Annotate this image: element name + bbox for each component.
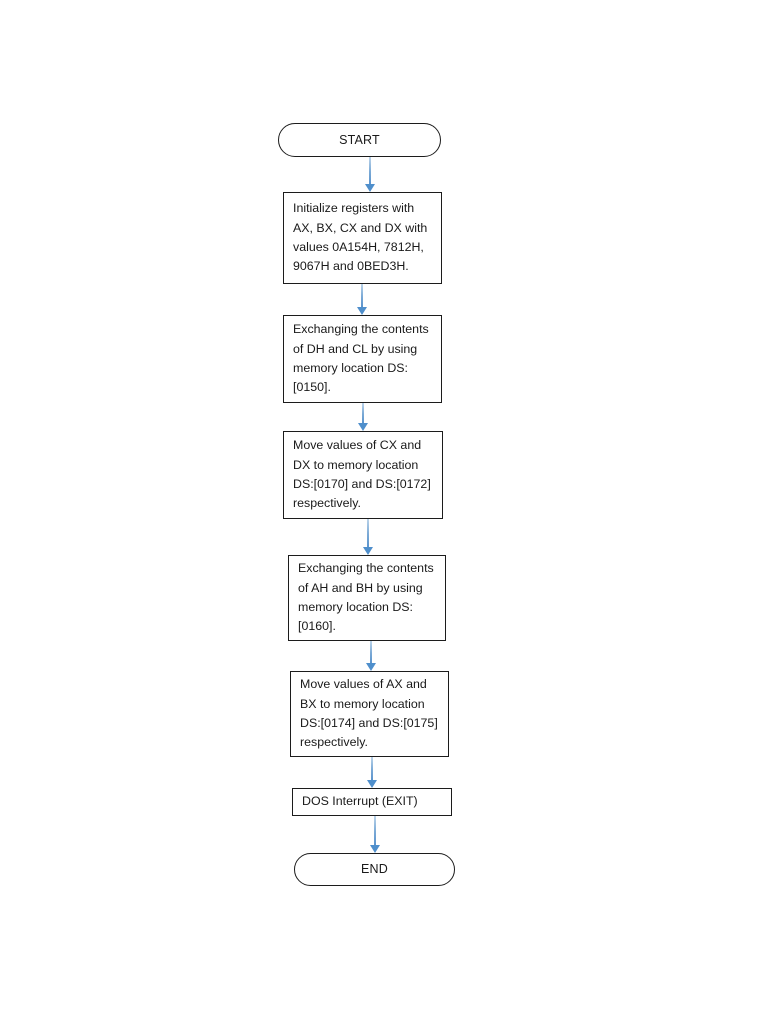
arrow-shaft <box>361 284 363 307</box>
arrow-head-icon <box>370 845 380 853</box>
edge-dos-interrupt-to-end <box>359 816 391 853</box>
arrow-head-icon <box>357 307 367 315</box>
arrow-shaft <box>374 816 376 845</box>
arrow-head-icon <box>366 663 376 671</box>
arrow-shaft <box>369 157 371 184</box>
node-exchange-ah-bh-label: Exchanging the contents of AH and BH by … <box>298 561 434 634</box>
node-start[interactable]: START <box>278 123 441 157</box>
edge-exchange-dh-cl-to-move-cx-dx <box>347 403 379 431</box>
edge-start-to-init-registers <box>354 157 386 192</box>
node-move-cx-dx-label: Move values of CX and DX to memory locat… <box>293 438 431 511</box>
node-dos-interrupt[interactable]: DOS Interrupt (EXIT) <box>292 788 452 816</box>
arrow-shaft <box>367 519 369 547</box>
arrow-head-icon <box>363 547 373 555</box>
edge-move-cx-dx-to-exchange-ah-bh <box>352 519 384 555</box>
edge-exchange-ah-bh-to-move-ax-bx <box>355 641 387 671</box>
arrow-shaft <box>370 641 372 663</box>
arrow-shaft <box>371 757 373 780</box>
edge-move-ax-bx-to-dos-interrupt <box>356 757 388 788</box>
arrow-shaft <box>362 403 364 423</box>
arrow-head-icon <box>358 423 368 431</box>
node-move-ax-bx-label: Move values of AX and BX to memory locat… <box>300 677 438 750</box>
node-move-cx-dx[interactable]: Move values of CX and DX to memory locat… <box>283 431 443 519</box>
arrow-head-icon <box>367 780 377 788</box>
node-exchange-dh-cl-label: Exchanging the contents of DH and CL by … <box>293 322 429 395</box>
node-exchange-ah-bh[interactable]: Exchanging the contents of AH and BH by … <box>288 555 446 641</box>
node-dos-interrupt-label: DOS Interrupt (EXIT) <box>302 794 418 809</box>
node-move-ax-bx[interactable]: Move values of AX and BX to memory locat… <box>290 671 449 757</box>
node-end-label: END <box>361 862 388 876</box>
node-exchange-dh-cl[interactable]: Exchanging the contents of DH and CL by … <box>283 315 442 403</box>
node-init-registers-label: Initialize registers with AX, BX, CX and… <box>293 201 428 274</box>
node-start-label: START <box>339 132 380 147</box>
arrow-head-icon <box>365 184 375 192</box>
node-end[interactable]: END <box>294 853 455 886</box>
node-init-registers[interactable]: Initialize registers with AX, BX, CX and… <box>283 192 442 284</box>
edge-init-registers-to-exchange-dh-cl <box>346 284 378 315</box>
